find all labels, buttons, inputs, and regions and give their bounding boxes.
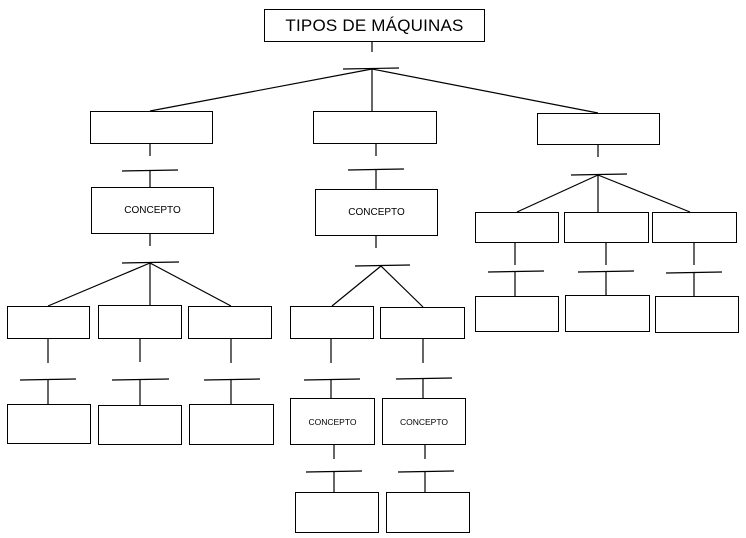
left-leaf-box-1 (7, 404, 91, 444)
left-subcategory-box-3 (188, 306, 272, 339)
right-subcategory-box-2 (564, 212, 649, 243)
middle-concept-box-1: CONCEPTO (290, 398, 375, 445)
right-leaf-box-3 (655, 296, 739, 333)
left-leaf-box-2 (98, 405, 182, 445)
concept-label: CONCEPTO (348, 207, 405, 218)
concept-label: CONCEPTO (124, 205, 181, 216)
concept-label: CONCEPTO (399, 416, 449, 427)
category-box-middle (313, 111, 437, 144)
middle-concept-box-2: CONCEPTO (382, 398, 466, 445)
category-box-left (90, 111, 213, 144)
middle-leaf-box-1 (295, 492, 379, 533)
left-subcategory-box-2 (98, 305, 182, 339)
right-subcategory-box-1 (475, 212, 559, 243)
category-box-right (537, 113, 660, 145)
right-leaf-box-1 (475, 296, 559, 332)
right-leaf-box-2 (565, 295, 650, 332)
concept-box-left: CONCEPTO (91, 187, 214, 234)
concept-box-middle: CONCEPTO (315, 189, 438, 236)
middle-subcategory-box-2 (380, 307, 465, 339)
left-subcategory-box-1 (7, 306, 90, 339)
left-leaf-box-3 (189, 404, 274, 445)
title-box: TIPOS DE MÁQUINAS (264, 9, 485, 42)
right-subcategory-box-3 (652, 212, 737, 243)
title-text: TIPOS DE MÁQUINAS (285, 15, 464, 35)
middle-subcategory-box-1 (290, 306, 374, 339)
middle-leaf-box-2 (386, 492, 470, 533)
concept-label: CONCEPTO (308, 416, 357, 427)
